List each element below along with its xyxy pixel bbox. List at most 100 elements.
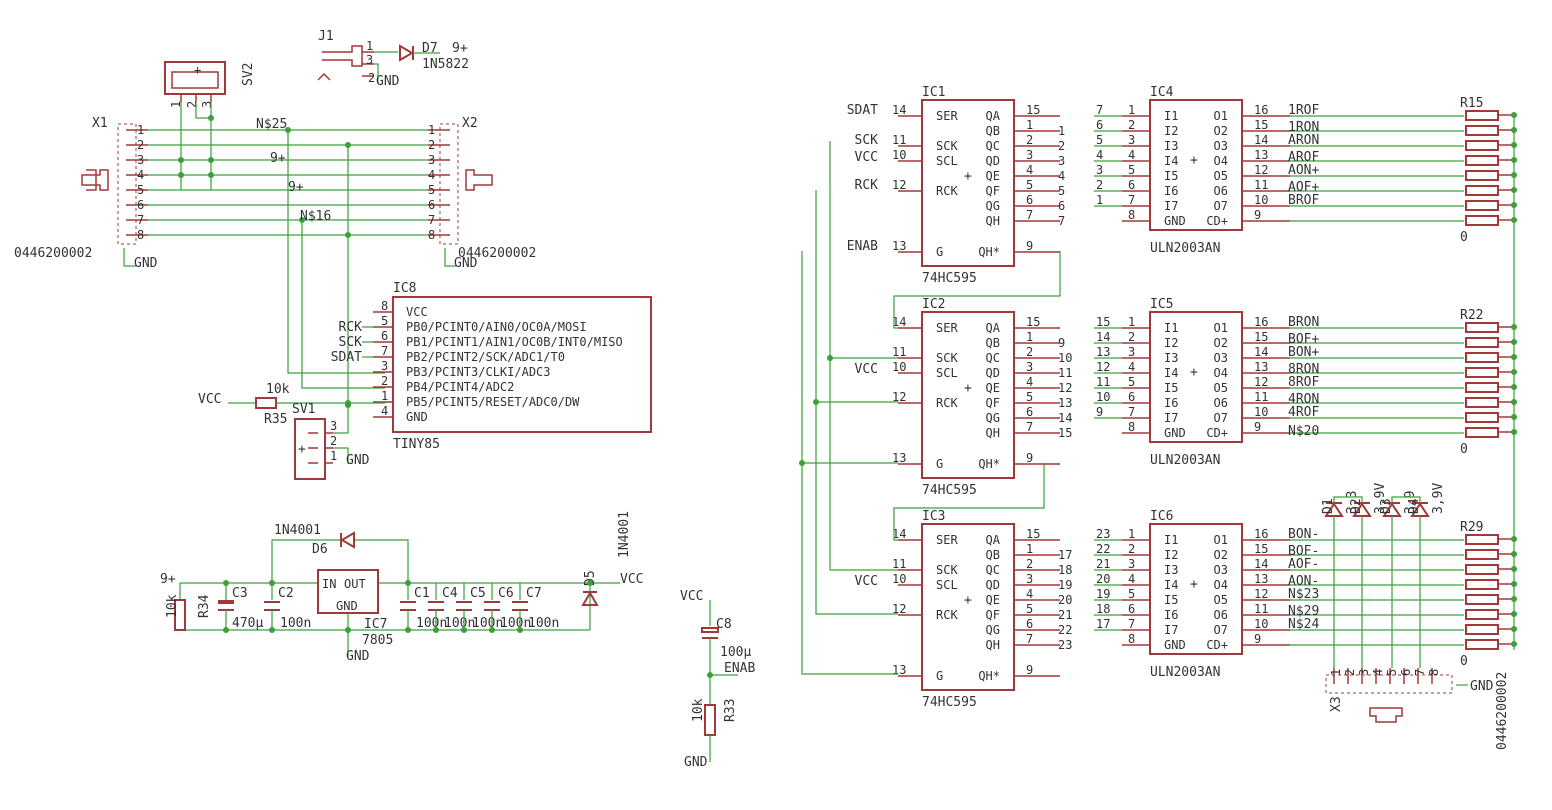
sr-pin-num: 10 <box>892 148 906 162</box>
net-n16: N$16 <box>300 209 331 224</box>
sr-net: VCC <box>855 574 878 589</box>
driver-in-label: GND <box>1164 638 1186 652</box>
driver-out-label: O1 <box>1214 321 1228 335</box>
j1-power-jack[interactable]: J1 1 3 2 GND <box>317 29 400 89</box>
driver-out-num: 14 <box>1254 345 1268 359</box>
sr-pin-num: 11 <box>892 345 906 359</box>
shift-register-ic1[interactable]: IC174HC595+SER14SDATSCK11SCKSCL10VCCRCK1… <box>847 85 1066 286</box>
sr-net: VCC <box>855 362 878 377</box>
c8-capacitor[interactable]: VCC C8 100µ ENAB <box>680 589 755 705</box>
svg-text:IN: IN <box>322 577 336 591</box>
sr-out-num: 4 <box>1026 375 1033 389</box>
sr-out-num: 6 <box>1026 405 1033 419</box>
sv1-header[interactable]: SV1 + 3 2 1 GND <box>292 402 370 480</box>
sr-pin-num: 12 <box>892 390 906 404</box>
sr-out-net: 14 <box>1058 411 1072 425</box>
driver-out-num: 9 <box>1254 420 1261 434</box>
driver-out-label: O6 <box>1214 396 1228 410</box>
sr-out-net: 6 <box>1058 199 1065 213</box>
sr-pin-label: SCL <box>936 578 958 592</box>
driver-out-num: 13 <box>1254 148 1268 162</box>
sr-pin-label: SER <box>936 533 958 547</box>
driver-ic4[interactable]: IC4ULN2003AN+I117I226I335I444I553I662I77… <box>1094 85 1464 256</box>
cap-value: 100n <box>444 616 475 631</box>
sr-ref: IC1 <box>922 85 945 100</box>
sr-out-label: QD <box>986 366 1000 380</box>
driver-ic5[interactable]: IC5ULN2003AN+I1115I2214I3313I4412I5511I6… <box>1094 297 1464 468</box>
sv2-ref: SV2 <box>241 63 256 86</box>
driver-in-num: 5 <box>1128 587 1135 601</box>
sr-pin-label: RCK <box>936 184 958 198</box>
sr-pin-num: 12 <box>892 178 906 192</box>
x2-ref: X2 <box>462 116 478 131</box>
driver-in-num: 2 <box>1128 542 1135 556</box>
driver-out-net: BOF+ <box>1288 332 1319 347</box>
sr-pin-num: 13 <box>892 451 906 465</box>
r33-resistor[interactable]: 10k R33 GND <box>684 698 738 770</box>
sr-out-net: 2 <box>1058 139 1065 153</box>
sr-out-num: 6 <box>1026 193 1033 207</box>
sr-out-net: 10 <box>1058 351 1072 365</box>
driver-ic6[interactable]: IC6ULN2003AN+I1123I2222I3321I4420I5519I6… <box>1094 509 1464 680</box>
driver-out-label: O7 <box>1214 411 1228 425</box>
sr-pin-num: 14 <box>892 527 906 541</box>
driver-in-label: I6 <box>1164 184 1178 198</box>
rn-bottom: 0 <box>1460 442 1468 457</box>
driver-in-num: 5 <box>1128 375 1135 389</box>
svg-text:GND: GND <box>346 453 370 468</box>
svg-text:+: + <box>194 63 201 77</box>
x3-pin: 2 <box>1343 669 1357 676</box>
svg-text:10k: 10k <box>165 594 180 618</box>
x2-pin: 1 <box>428 123 435 137</box>
rn-bottom: 0 <box>1460 230 1468 245</box>
capacitor-bank[interactable]: C3470µC2100nC1100nC4100nC5100nC6100nC710… <box>218 583 559 631</box>
sv2-header[interactable]: + 1 2 3 SV2 <box>164 61 256 108</box>
r34-resistor[interactable]: 10k R34 <box>165 583 212 631</box>
ic8-pin-num: 2 <box>381 374 388 388</box>
sr-out-net: 4 <box>1058 169 1065 183</box>
driver-in-num: 1 <box>1128 103 1135 117</box>
cap-value: 470µ <box>232 616 263 631</box>
driver-out-label: O6 <box>1214 608 1228 622</box>
sr-out-label: QH <box>986 426 1000 440</box>
driver-out-num: 15 <box>1254 330 1268 344</box>
sr-out-num: 6 <box>1026 617 1033 631</box>
sv1-ref: SV1 <box>292 402 315 417</box>
driver-out-num: 13 <box>1254 572 1268 586</box>
sr-out-net: 11 <box>1058 366 1072 380</box>
driver-in-label: I1 <box>1164 533 1178 547</box>
sr-out-num: 15 <box>1026 315 1040 329</box>
x1-pin: 6 <box>137 198 144 212</box>
driver-in-num: 3 <box>1128 133 1135 147</box>
ic7-regulator[interactable]: IN OUT GND IC7 7805 <box>317 569 393 648</box>
cap-value: 100n <box>528 616 559 631</box>
driver-out-num: 15 <box>1254 542 1268 556</box>
cap-ref: C2 <box>278 586 294 601</box>
cap-ref: C5 <box>470 586 486 601</box>
driver-in-net: 23 <box>1096 527 1110 541</box>
x3-pin: 1 <box>1329 669 1343 676</box>
driver-in-num: 7 <box>1128 617 1135 631</box>
sr-out-net: 1 <box>1058 124 1065 138</box>
sr-pin-label: G <box>936 457 943 471</box>
driver-out-label: O2 <box>1214 548 1228 562</box>
sr-out-net: 7 <box>1058 214 1065 228</box>
driver-in-num: 6 <box>1128 602 1135 616</box>
sr-out-num: 5 <box>1026 602 1033 616</box>
d6-diode[interactable]: 1N4001 D6 <box>274 523 355 557</box>
d7-diode[interactable]: D7 9+ 1N5822 <box>399 41 469 72</box>
ic8-pin-num: 6 <box>381 329 388 343</box>
driver-plus: + <box>1190 153 1198 168</box>
d5-diode[interactable]: D5 1N4001 <box>581 511 632 630</box>
sr-out-label: QG <box>986 623 1000 637</box>
